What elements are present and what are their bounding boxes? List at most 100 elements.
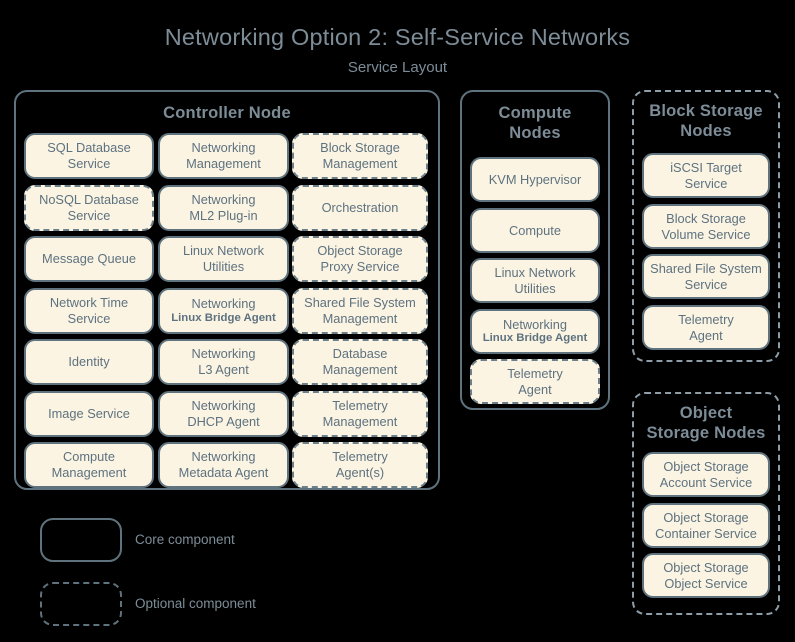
- component-label-line1: Compute: [509, 222, 561, 238]
- component-label-line1: Networking: [191, 296, 256, 312]
- component-label-line1: Message Queue: [42, 251, 136, 267]
- component-label-line1: Shared File System: [650, 260, 762, 276]
- component-label-line2: Service: [67, 311, 111, 326]
- block-storage-nodes-title: Block Storage Nodes: [634, 101, 778, 141]
- component-label-line2: DHCP Agent: [187, 414, 260, 429]
- controller-node-title: Controller Node: [163, 104, 291, 122]
- component-label-line2: Agent(s): [335, 465, 385, 480]
- component-label-line1: Networking: [191, 192, 256, 208]
- block-storage-title-line2: Nodes: [680, 122, 732, 141]
- page-title: Networking Option 2: Self-Service Networ…: [164, 24, 631, 50]
- controller-node-container: Controller Node: [14, 90, 440, 490]
- component-label-line2: Linux Bridge Agent: [482, 332, 588, 345]
- component-label-line1: Database: [332, 346, 388, 362]
- compute-component-2: Compute: [470, 208, 600, 253]
- controller-component-c1-r3: Message Queue: [24, 236, 154, 282]
- component-label-line2: Management: [186, 156, 261, 171]
- component-label-line2: Utilities: [202, 259, 245, 274]
- compute-nodes-title-line2: Nodes: [509, 124, 561, 143]
- component-label-line2: Volume Service: [661, 226, 751, 242]
- component-label-line2: Service: [67, 208, 111, 223]
- component-label-line2: Object Service: [664, 575, 748, 591]
- component-label-line1: Networking: [191, 346, 256, 362]
- component-label-line2: Agent: [518, 381, 552, 397]
- component-label-line1: Networking: [191, 398, 256, 414]
- component-label-line2: Agent: [689, 327, 723, 343]
- legend-core-label: Core component: [135, 532, 235, 547]
- component-label-line2: Metadata Agent: [178, 465, 269, 480]
- component-label-line1: Image Service: [48, 406, 130, 422]
- compute-nodes-title-line1: Compute: [498, 104, 572, 122]
- component-label-line2: Management: [322, 414, 398, 429]
- component-label-line1: Telemetry: [332, 398, 388, 414]
- component-label-line2: Account Service: [659, 474, 753, 490]
- component-label-line1: Block Storage: [666, 210, 746, 226]
- component-label-line1: Object Storage: [317, 243, 403, 259]
- component-label-line1: Identity: [68, 354, 110, 370]
- component-label-line2: Service: [67, 156, 111, 171]
- component-label-line1: Telemetry: [678, 311, 734, 327]
- component-label-line2: Container Service: [655, 525, 757, 541]
- legend-core-swatch: [40, 518, 122, 562]
- component-label-line1: Linux Network: [182, 243, 265, 259]
- component-label-line1: Block Storage: [320, 140, 400, 156]
- component-label-line1: KVM Hypervisor: [488, 171, 582, 187]
- component-label-line2: Linux Bridge Agent: [171, 311, 276, 324]
- compute-nodes-container: Compute Nodes: [460, 90, 610, 410]
- component-label-line1: Telemetry: [332, 449, 388, 465]
- component-label-line1: Network Time: [49, 295, 129, 311]
- legend-optional-label: Optional component: [135, 596, 256, 611]
- component-label-line2: L3 Agent: [198, 362, 249, 377]
- component-label-line1: iSCSI Target: [670, 159, 742, 175]
- component-label-line1: Telemetry: [507, 365, 563, 381]
- component-label-line2: Service: [684, 175, 728, 191]
- component-label-line2: ML2 Plug-in: [189, 208, 258, 223]
- component-label-line2: Management: [51, 465, 127, 480]
- component-label-line1: Orchestration: [321, 200, 399, 216]
- component-label-line2: Management: [322, 311, 398, 326]
- page-subtitle: Service Layout: [347, 59, 448, 76]
- component-label-line1: SQL Database: [47, 140, 131, 156]
- component-label-line2: Service: [684, 276, 728, 292]
- component-label-line1: Networking: [502, 316, 567, 332]
- component-label-line1: Shared File System: [304, 295, 416, 311]
- legend-optional-swatch: [40, 582, 122, 626]
- component-label-line1: Networking: [191, 449, 256, 465]
- component-label-line2: Management: [322, 362, 398, 377]
- object-storage-title-line2: Storage Nodes: [646, 424, 766, 443]
- component-label-line1: Object Storage: [663, 509, 749, 525]
- component-label-line1: Networking: [191, 140, 256, 156]
- component-label-line2: Proxy Service: [320, 259, 400, 274]
- component-label-line2: Utilities: [514, 280, 556, 296]
- controller-component-c1-r6: Image Service: [24, 391, 154, 437]
- compute-component-1: KVM Hypervisor: [470, 157, 600, 202]
- component-label-line1: Object Storage: [663, 559, 749, 575]
- object-storage-title-line1: Object: [679, 404, 733, 422]
- controller-component-c1-r5: Identity: [24, 339, 154, 385]
